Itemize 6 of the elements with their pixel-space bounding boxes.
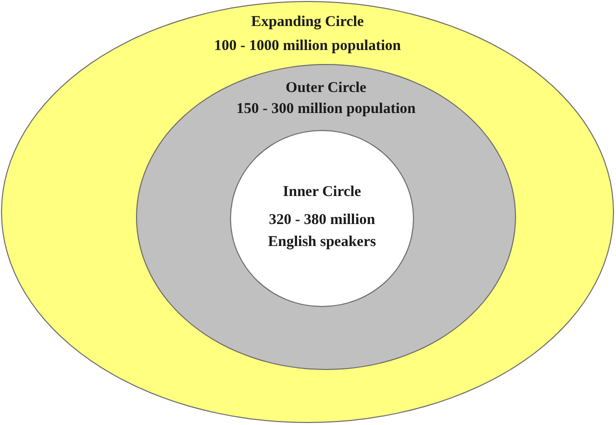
circle-title: Inner Circle [282,183,362,201]
population-text: 150 - 300 million population [236,100,416,119]
population-text: 100 - 1000 million population [214,37,401,56]
population-text: 320 - 380 million English speakers [267,211,377,252]
circle-title: Outer Circle [286,79,366,97]
circle-title: Expanding Circle [251,13,364,31]
